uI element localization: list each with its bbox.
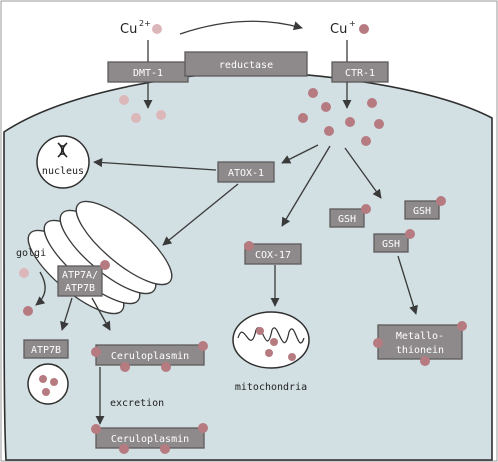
- gsh-box-2: GSH: [404, 200, 440, 220]
- cu1-ion: [359, 24, 369, 34]
- gsh-3-copper: [405, 229, 415, 239]
- golgi-loading-arrow: [35, 271, 46, 306]
- atox1-to-nucleus-arrow: [93, 157, 217, 171]
- svg-text:ATP7B: ATP7B: [31, 345, 61, 356]
- atp7a-atp7b-box: ATP7A/ ATP7B: [57, 265, 103, 297]
- atp7-to-vesicle-arrow: [60, 297, 73, 331]
- nucleus: nucleus: [36, 135, 90, 189]
- golgi-copper-dark: [23, 306, 33, 316]
- pool-to-cox17-arrow: [281, 145, 331, 227]
- ceruloplasmin-excreted-box: Ceruloplasmin: [95, 427, 205, 449]
- reduction-arrow: [179, 20, 303, 35]
- svg-text:thionein: thionein: [396, 345, 444, 356]
- cu1-ion-label: Cu +: [330, 19, 356, 37]
- pool-to-gsh-arrow: [344, 147, 382, 199]
- cu2-ion-label: Cu 2+: [120, 19, 151, 37]
- ceruloplasmin-copper: [91, 341, 208, 372]
- dmt1-box: DMT-1: [107, 61, 189, 83]
- ceruloplasmin-excreted-copper: [91, 423, 208, 454]
- cox17-copper: [244, 241, 254, 251]
- metallothionein-box: Metallo- thionein: [377, 324, 463, 360]
- mitochondrion: [232, 311, 310, 369]
- ceruloplasmin-box: Ceruloplasmin: [95, 344, 205, 366]
- golgi-label: golgi: [16, 248, 46, 259]
- imported-copper-dmt1: [119, 95, 166, 123]
- svg-text:+: +: [349, 19, 356, 28]
- svg-text:ATOX-1: ATOX-1: [228, 168, 264, 179]
- svg-text:Ceruloplasmin: Ceruloplasmin: [111, 351, 189, 362]
- svg-text:ATP7B: ATP7B: [65, 283, 95, 294]
- svg-text:GSH: GSH: [413, 206, 431, 217]
- pool-to-atox1-arrow: [281, 144, 319, 164]
- ctr1-box: CTR-1: [331, 61, 389, 83]
- svg-text:COX-17: COX-17: [255, 250, 291, 261]
- gsh-2-copper: [436, 196, 446, 206]
- svg-text:2+: 2+: [139, 19, 151, 28]
- gsh-box-3: GSH: [373, 233, 409, 253]
- atox1-to-golgi-arrow: [162, 183, 239, 246]
- svg-text:Cu: Cu: [120, 22, 137, 37]
- svg-text:DMT-1: DMT-1: [133, 68, 163, 79]
- gsh-1-copper: [361, 204, 371, 214]
- atp7-copper: [100, 260, 110, 270]
- cu2-ion: [152, 24, 162, 34]
- nucleus-label: nucleus: [42, 166, 84, 177]
- atp7b-box: ATP7B: [23, 339, 69, 359]
- svg-text:Metallo-: Metallo-: [396, 331, 444, 342]
- cox17-box: COX-17: [244, 243, 302, 265]
- metallothionein-copper: [373, 321, 467, 366]
- secretory-vesicle: [27, 363, 69, 405]
- gsh-box-1: GSH: [329, 208, 365, 228]
- gsh-to-metallothionein-arrow: [397, 255, 418, 315]
- cytosolic-copper-pool: [298, 88, 384, 146]
- svg-text:Ceruloplasmin: Ceruloplasmin: [111, 434, 189, 445]
- dna-icon: [57, 142, 68, 158]
- reductase-box: reductase: [184, 51, 308, 77]
- atp7-to-ceruloplasmin-arrow: [91, 297, 111, 331]
- svg-text:reductase: reductase: [219, 60, 273, 71]
- svg-text:Cu: Cu: [330, 22, 347, 37]
- svg-text:ATP7A/: ATP7A/: [62, 270, 98, 281]
- excretion-label: excretion: [110, 398, 164, 409]
- golgi-copper-light: [19, 268, 29, 278]
- svg-text:GSH: GSH: [338, 214, 356, 225]
- atox1-box: ATOX-1: [217, 161, 275, 183]
- mitochondria-label: mitochondria: [235, 382, 307, 393]
- svg-text:CTR-1: CTR-1: [345, 68, 375, 79]
- svg-text:GSH: GSH: [382, 239, 400, 250]
